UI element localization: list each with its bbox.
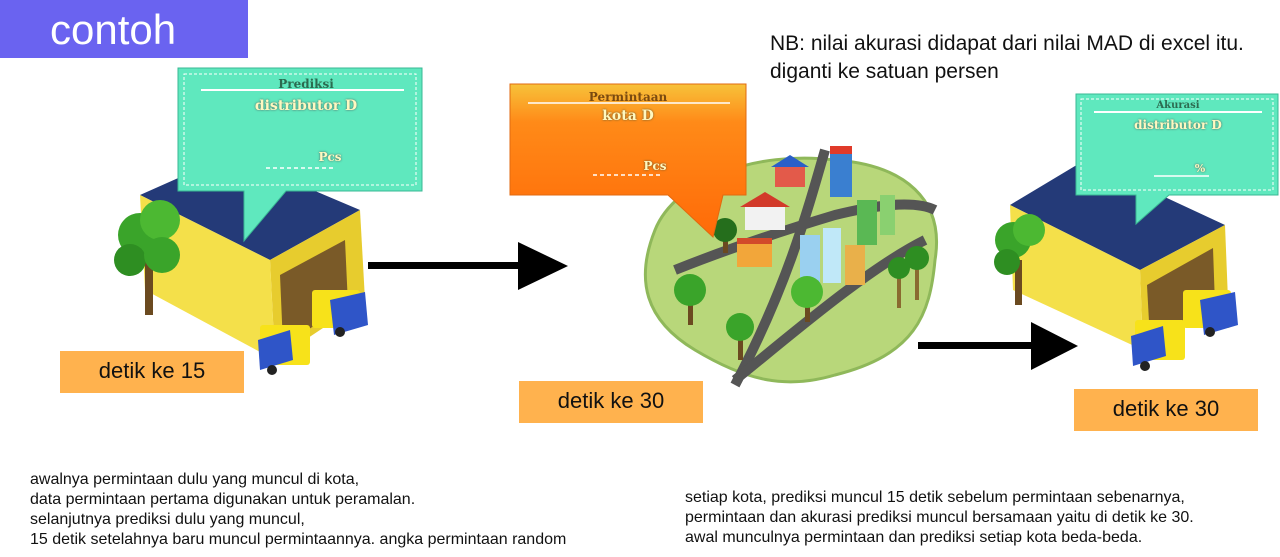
left-paragraph-line: data permintaan pertama digunakan untuk …: [30, 491, 416, 508]
arrow-right-2: [918, 322, 1078, 370]
right-paragraph: setiap kota, prediksi muncul 15 detik se…: [685, 488, 1194, 548]
city-palm-2: [888, 257, 910, 308]
warehouse-roof-2: [1010, 160, 1225, 270]
city-road-3: [731, 235, 928, 384]
left-paragraph-line: selanjutnya prediksi dulu yang muncul,: [30, 511, 305, 528]
stage-2-label: detik ke 30: [519, 381, 703, 423]
demand-bubble-subtitle: kota D: [602, 108, 654, 124]
accuracy-bubble-subtitle: distributor D: [1134, 118, 1222, 132]
warehouse-illustration-1: [114, 155, 368, 375]
city-tree-4: [713, 218, 737, 253]
prediction-bubble: [177, 67, 423, 243]
city-tree-1: [674, 274, 706, 325]
truck-4: [1131, 320, 1185, 371]
left-paragraph-line: awalnya permintaan dulu yang muncul di k…: [30, 471, 360, 488]
warehouse-wall-side-2: [1010, 205, 1143, 350]
city-palm-1: [905, 246, 929, 300]
building-house-red: [740, 192, 790, 230]
left-paragraph: awalnya permintaan dulu yang muncul di k…: [30, 470, 566, 550]
building-tower-1: [830, 146, 852, 197]
warehouse-door-2: [1147, 248, 1215, 340]
city-road-2: [730, 148, 830, 388]
right-paragraph-line: awal munculnya permintaan dan prediksi s…: [685, 529, 1143, 546]
prediction-bubble-unit: Pcs: [318, 150, 342, 164]
title-text: contoh: [50, 6, 177, 53]
note-line-1: NB: nilai akurasi didapat dari nilai MAD…: [770, 32, 1244, 55]
truck-3: [1183, 290, 1238, 337]
city-road-1: [673, 199, 938, 275]
stage-1-label: detik ke 15: [60, 351, 244, 393]
building-tower-2: [857, 195, 895, 245]
warehouse-illustration-2: [994, 160, 1238, 371]
building-house-blue: [771, 155, 809, 187]
building-tower-3: [800, 228, 865, 285]
right-paragraph-line: setiap kota, prediksi muncul 15 detik se…: [685, 489, 1185, 506]
city-tree-2: [726, 313, 754, 360]
tree-2: [994, 214, 1045, 305]
right-paragraph-line: permintaan dan akurasi prediksi muncul b…: [685, 509, 1194, 526]
tree-trunk: [145, 260, 153, 315]
truck-2: [258, 325, 310, 375]
prediction-bubble-subtitle: distributor D: [254, 98, 358, 114]
arrow-right-1: [368, 242, 568, 290]
note-line-2: diganti ke satuan persen: [770, 60, 999, 83]
title-banner: contoh: [0, 0, 248, 58]
accuracy-bubble-unit: %: [1194, 162, 1206, 175]
accuracy-bubble: [1075, 93, 1279, 226]
demand-bubble: [509, 83, 747, 238]
demand-bubble-title: Permintaan: [588, 90, 668, 104]
stage-3-label: detik ke 30: [1074, 389, 1258, 431]
building-shop: [737, 238, 772, 267]
left-paragraph-line: 15 detik setelahnya baru muncul perminta…: [30, 531, 567, 548]
accuracy-bubble-title: Akurasi: [1156, 100, 1200, 111]
truck-1: [312, 290, 368, 337]
demand-bubble-unit: Pcs: [643, 159, 667, 173]
city-tree-3: [791, 276, 823, 322]
warehouse-wall-side: [140, 195, 275, 360]
prediction-bubble-title: Prediksi: [278, 77, 334, 91]
